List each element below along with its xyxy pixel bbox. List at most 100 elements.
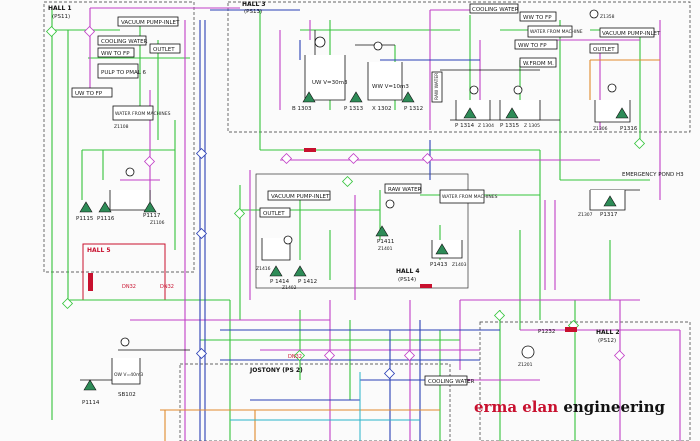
motor-3	[469, 85, 479, 95]
vac-inlet3-label: VACUUM PUMP-INLET	[602, 31, 661, 37]
ww-fp-label: WW TO FP	[101, 51, 130, 57]
raw-water4-box	[384, 183, 422, 194]
hall5-title: HALL 5	[87, 247, 111, 254]
label-sb102: SB102	[118, 392, 136, 398]
label-p1316: P1316	[620, 126, 638, 132]
cooling-water3-box	[469, 3, 519, 14]
pump-p1114	[83, 379, 97, 391]
water-machines-label: WATER FROM MACHINES	[115, 111, 171, 117]
tank-uw-label: UW V=30m3	[312, 80, 348, 86]
motor-7	[283, 235, 293, 245]
label-z1201: Z1201	[518, 362, 533, 368]
pumps	[79, 91, 629, 391]
tank-uw	[304, 55, 346, 101]
hall-frames	[43, 1, 691, 441]
label-b1303: B 1303	[292, 106, 312, 112]
cooling-water-box	[97, 35, 147, 46]
pump-p1317	[603, 195, 617, 207]
hall1-ps: (PS11)	[52, 14, 70, 20]
ww-fp3-box	[519, 11, 557, 22]
hall-labels: HALL 1 (PS11) HALL 3 (PS13) HALL 4 (PS14…	[48, 1, 620, 374]
pump-p1315	[505, 107, 519, 119]
hall3-title: HALL 3	[242, 1, 266, 8]
label-z1305: Z 1305	[524, 123, 540, 129]
orange-lines	[160, 59, 660, 441]
motor-11	[589, 9, 599, 19]
tank-a	[455, 100, 491, 121]
emergency-pond-label: EMERGENCY POND H3	[622, 172, 684, 178]
motor-8	[385, 199, 395, 209]
label-p1115: P1115	[76, 216, 94, 222]
motor-6	[125, 167, 135, 177]
outlet4-label: OUTLET	[263, 211, 285, 217]
ww-fp3-label: WW TO FP	[523, 15, 552, 21]
label-p1232: P1232	[538, 329, 555, 335]
magenta-lines	[89, 7, 681, 441]
tank-b	[499, 100, 541, 121]
blue-lines	[199, 9, 500, 441]
label-z1306: Z1306	[593, 126, 608, 132]
motor-10	[521, 345, 535, 359]
raw-water-label: RAW WATER	[434, 73, 440, 100]
hall3-ps: (PS13)	[244, 9, 262, 15]
pump-p1413	[435, 243, 449, 255]
label-z1108: Z1108	[114, 124, 129, 130]
vac-inlet-label: VACUUM PUMP-INLET	[121, 20, 180, 26]
water-machines4-box	[439, 189, 485, 204]
pump-p1414	[269, 265, 283, 277]
water-machines4-label: WATER FROM MACHINES	[442, 194, 498, 200]
label-z1402: Z1402	[282, 285, 297, 291]
cyan-lines	[230, 372, 420, 441]
w-from-m-box	[519, 57, 557, 68]
hall2-ps: (PS12)	[598, 338, 616, 344]
outlet3-label: OUTLET	[593, 47, 615, 53]
label-p1117: P1117	[143, 213, 161, 219]
pump-p1412	[293, 265, 307, 277]
motor-9	[120, 337, 130, 347]
motor-1	[314, 36, 326, 48]
tanks: UW V=30m3 WW V=10m3 OW V=40m3	[109, 55, 631, 385]
pump-p1411	[375, 225, 389, 237]
label-z1304: Z 1304	[478, 123, 494, 129]
tank-e	[261, 238, 291, 261]
label-z1401: Z1401	[378, 246, 393, 252]
pump-p1115	[79, 201, 93, 213]
label-p1413: P1413	[430, 262, 448, 268]
outlet-box	[149, 43, 181, 54]
water-machines-box	[112, 105, 154, 121]
vac-inlet4-label: VACUUM PUMP-INLET	[271, 194, 330, 200]
outlet-label: OUTLET	[153, 47, 175, 53]
vac-inlet3-box	[599, 27, 655, 38]
valves-magenta	[83, 25, 626, 362]
hall1-boxes: VACUUM PUMP-INLET COOLING WATER OUTLET W…	[71, 16, 181, 121]
motor-4	[513, 85, 523, 95]
pump-p1116	[98, 201, 112, 213]
cooling-water3-label: COOLING WATER	[472, 7, 519, 13]
ww-fp3b-box	[514, 39, 558, 50]
label-p1412: P 1412	[298, 279, 317, 285]
watermark-elan: elan	[522, 398, 563, 416]
pump-p1117	[143, 201, 157, 213]
motor-5	[607, 83, 617, 93]
pump-b1303	[302, 91, 316, 103]
tank-ow-label: OW V=40m3	[114, 372, 143, 378]
cooling-water-j-box	[424, 375, 468, 386]
label-p1315: P 1315	[500, 123, 520, 129]
water-machine3-box	[527, 25, 573, 38]
label-p1414: P 1414	[270, 279, 290, 285]
hall4-title: HALL 4	[396, 268, 420, 275]
label-dn32a: DN32	[122, 284, 136, 290]
tank-f	[431, 240, 463, 259]
pump-p1314	[463, 107, 477, 119]
label-z1307: Z1307	[578, 212, 593, 218]
label-p1116: P1116	[97, 216, 115, 222]
watermark-text: erma elan engineering	[474, 398, 665, 416]
pump-p1313	[349, 91, 363, 103]
label-z1416: Z1416	[256, 266, 271, 272]
w-from-m-label: W.FROM M.	[523, 61, 554, 67]
label-dn32b: DN32	[160, 284, 174, 290]
watermark-erma: erma	[474, 398, 522, 416]
raw-water4-label: RAW WATER	[388, 187, 422, 193]
pulp-box	[97, 63, 139, 79]
